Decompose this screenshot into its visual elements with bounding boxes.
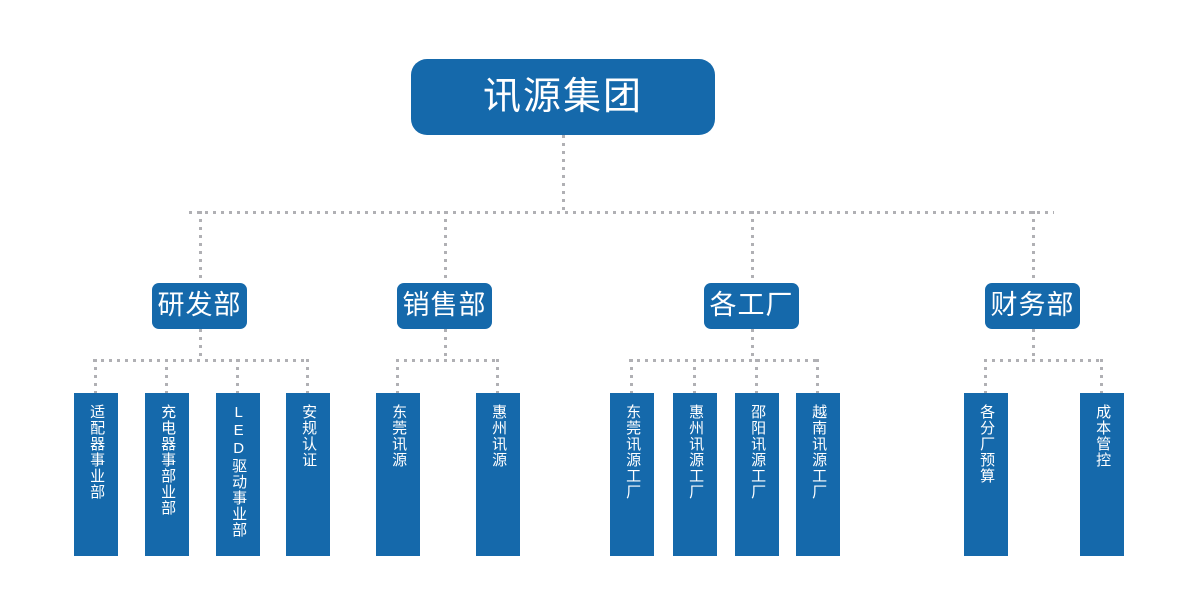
node-leaf-rd-2-label: LED驱动事业部 (230, 404, 248, 538)
node-leaf-sales-1-label: 惠州讯源 (490, 404, 508, 468)
connector-factories-bus (629, 359, 818, 362)
node-leaf-rd-3[interactable]: 安规认证 (286, 393, 330, 556)
node-leaf-factory-2-label: 邵阳讯源工厂 (749, 404, 767, 500)
connector-rd-stem (199, 329, 202, 360)
node-leaf-factory-2[interactable]: 邵阳讯源工厂 (735, 393, 779, 556)
connector-factories-child-3 (816, 359, 819, 393)
node-leaf-sales-0-label: 东莞讯源 (390, 404, 408, 468)
connector-finance-stem (1032, 329, 1035, 360)
connector-rd-child-1 (165, 359, 168, 393)
node-dept-rd-label: 研发部 (157, 290, 242, 321)
node-leaf-factory-1[interactable]: 惠州讯源工厂 (673, 393, 717, 556)
node-leaf-finance-0[interactable]: 各分厂预算 (964, 393, 1008, 556)
connector-sales-child-1 (496, 359, 499, 393)
connector-factories-child-2 (755, 359, 758, 393)
node-dept-factories-label: 各工厂 (709, 290, 794, 321)
node-root-group[interactable]: 讯源集团 (411, 59, 715, 135)
connector-finance-bus (984, 359, 1102, 362)
connector-sales-stem (444, 329, 447, 360)
node-dept-rd[interactable]: 研发部 (152, 283, 247, 329)
node-leaf-factory-1-label: 惠州讯源工厂 (687, 404, 705, 500)
node-leaf-sales-1[interactable]: 惠州讯源 (476, 393, 520, 556)
connector-factories-child-0 (630, 359, 633, 393)
node-dept-factories[interactable]: 各工厂 (704, 283, 799, 329)
connector-rd-child-2 (236, 359, 239, 393)
node-leaf-rd-0[interactable]: 适配器事业部 (74, 393, 118, 556)
node-leaf-rd-0-label: 适配器事业部 (88, 404, 106, 500)
connector-factories-child-1 (693, 359, 696, 393)
node-leaf-rd-1[interactable]: 充电器事部业部 (145, 393, 189, 556)
node-leaf-finance-1[interactable]: 成本管控 (1080, 393, 1124, 556)
connector-finance-child-0 (984, 359, 987, 393)
connector-drop-rd (199, 211, 202, 283)
connector-root-drop (562, 135, 565, 213)
connector-drop-finance (1032, 211, 1035, 283)
connector-finance-child-1 (1100, 359, 1103, 393)
connector-sales-child-0 (396, 359, 399, 393)
connector-factories-stem (751, 329, 754, 360)
node-dept-finance-label: 财务部 (990, 290, 1075, 321)
node-dept-sales-label: 销售部 (402, 290, 487, 321)
node-leaf-factory-3[interactable]: 越南讯源工厂 (796, 393, 840, 556)
connector-rd-bus (93, 359, 308, 362)
node-leaf-finance-1-label: 成本管控 (1094, 404, 1112, 468)
node-leaf-rd-2[interactable]: LED驱动事业部 (216, 393, 260, 556)
connector-drop-factories (751, 211, 754, 283)
node-dept-sales[interactable]: 销售部 (397, 283, 492, 329)
node-leaf-rd-3-label: 安规认证 (300, 404, 318, 468)
node-leaf-sales-0[interactable]: 东莞讯源 (376, 393, 420, 556)
node-dept-finance[interactable]: 财务部 (985, 283, 1080, 329)
node-leaf-rd-1-label: 充电器事部业部 (159, 404, 177, 516)
node-leaf-finance-0-label: 各分厂预算 (978, 404, 996, 484)
connector-rd-child-3 (306, 359, 309, 393)
connector-level1-bus (189, 211, 1054, 214)
connector-rd-child-0 (94, 359, 97, 393)
connector-sales-bus (396, 359, 498, 362)
node-leaf-factory-0[interactable]: 东莞讯源工厂 (610, 393, 654, 556)
node-root-label: 讯源集团 (482, 75, 643, 118)
node-leaf-factory-0-label: 东莞讯源工厂 (624, 404, 642, 500)
connector-drop-sales (444, 211, 447, 283)
node-leaf-factory-3-label: 越南讯源工厂 (810, 404, 828, 500)
